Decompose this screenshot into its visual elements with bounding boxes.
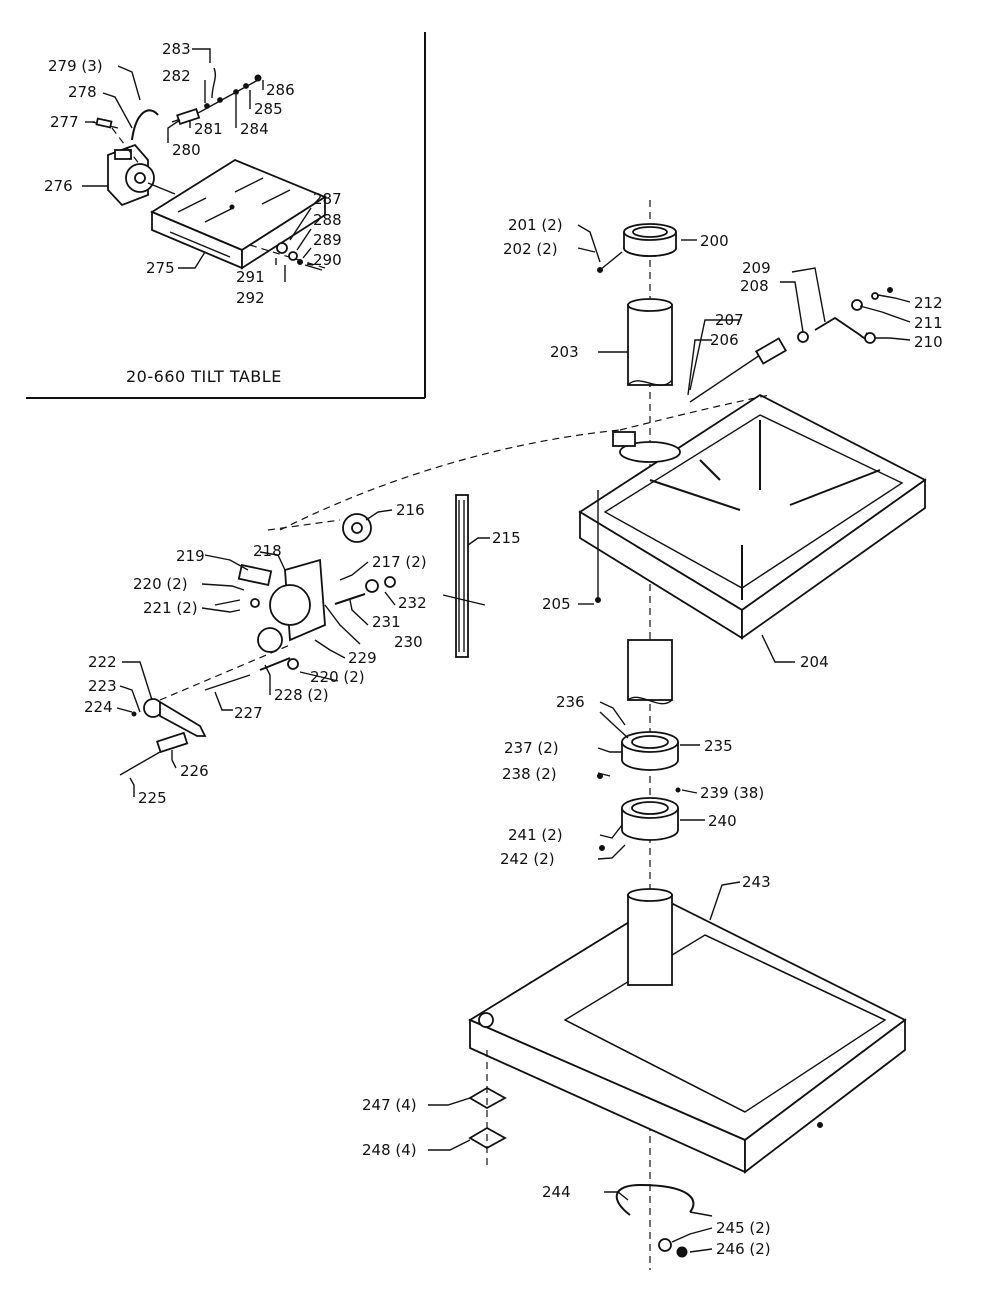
label-238: 238 (2) xyxy=(502,765,557,783)
label-244: 244 xyxy=(542,1183,571,1201)
label-291: 291 xyxy=(236,268,265,286)
bracket-parts-216-232 xyxy=(159,513,396,701)
label-276: 276 xyxy=(44,177,73,195)
label-200: 200 xyxy=(700,232,729,250)
label-222: 222 xyxy=(88,653,117,671)
label-204: 204 xyxy=(800,653,829,671)
label-287: 287 xyxy=(313,190,342,208)
label-246: 246 (2) xyxy=(716,1240,771,1258)
label-207: 207 xyxy=(715,311,744,329)
label-237: 237 (2) xyxy=(504,739,559,757)
label-210: 210 xyxy=(914,333,943,351)
label-281: 281 xyxy=(194,120,223,138)
inset-washers xyxy=(249,242,326,271)
label-232: 232 xyxy=(398,594,427,612)
label-216: 216 xyxy=(396,501,425,519)
label-224: 224 xyxy=(84,698,113,716)
label-208: 208 xyxy=(740,277,769,295)
label-221: 221 (2) xyxy=(143,599,198,617)
label-227: 227 xyxy=(234,704,263,722)
label-201: 201 (2) xyxy=(508,216,563,234)
table-part-204 xyxy=(578,393,927,640)
label-284: 284 xyxy=(240,120,269,138)
label-245: 245 (2) xyxy=(716,1219,771,1237)
label-209: 209 xyxy=(742,259,771,277)
label-206: 206 xyxy=(710,331,739,349)
label-229: 229 xyxy=(348,649,377,667)
bracket-sweep-line-2 xyxy=(619,394,771,431)
label-202: 202 (2) xyxy=(503,240,558,258)
label-288: 288 xyxy=(313,211,342,229)
label-235: 235 xyxy=(704,737,733,755)
pad-parts-247-248 xyxy=(468,1050,507,1165)
label-236: 236 xyxy=(556,693,585,711)
bail-parts-244-246 xyxy=(615,1183,713,1258)
trunnion-part-276 xyxy=(107,143,176,207)
inset-caption: 20-660 TILT TABLE xyxy=(126,367,282,386)
label-247: 247 (4) xyxy=(362,1096,417,1114)
inset-leaders xyxy=(82,48,314,282)
label-215: 215 xyxy=(492,529,521,547)
crank-parts-222-226 xyxy=(119,698,207,776)
inset-tilt-table: 279 (3) 278 277 276 275 280 281 282 283 … xyxy=(26,32,426,399)
screw-parts-201-202 xyxy=(597,251,623,273)
label-240: 240 xyxy=(708,812,737,830)
label-212: 212 xyxy=(914,294,943,312)
label-290: 290 xyxy=(313,251,342,269)
base-part-243 xyxy=(468,888,907,1174)
label-275: 275 xyxy=(146,259,175,277)
label-241: 241 (2) xyxy=(508,826,563,844)
tilt-table-part-275 xyxy=(150,158,327,270)
label-223: 223 xyxy=(88,677,117,695)
bracket-sweep-line xyxy=(279,429,621,531)
label-286: 286 xyxy=(266,81,295,99)
label-280: 280 xyxy=(172,141,201,159)
label-239: 239 (38) xyxy=(700,784,764,802)
label-231: 231 xyxy=(372,613,401,631)
collar-part-200 xyxy=(623,223,677,257)
label-277: 277 xyxy=(50,113,79,131)
label-228: 228 (2) xyxy=(274,686,329,704)
label-283: 283 xyxy=(162,40,191,58)
label-248: 248 (4) xyxy=(362,1141,417,1159)
main-leaders xyxy=(116,224,911,1253)
label-226: 226 xyxy=(180,762,209,780)
label-203: 203 xyxy=(550,343,579,361)
label-220b: 220 (2) xyxy=(310,668,365,686)
label-219: 219 xyxy=(176,547,205,565)
lock-handle-parts-206-212 xyxy=(689,287,893,403)
collar-part-235 xyxy=(597,639,679,779)
label-282: 282 xyxy=(162,67,191,85)
label-225: 225 xyxy=(138,789,167,807)
label-217: 217 (2) xyxy=(372,553,427,571)
label-243: 243 xyxy=(742,873,771,891)
label-292: 292 xyxy=(236,289,265,307)
label-205: 205 xyxy=(542,595,571,613)
label-242: 242 (2) xyxy=(500,850,555,868)
rack-part-215 xyxy=(442,494,486,658)
column-part-203 xyxy=(627,298,673,386)
label-220a: 220 (2) xyxy=(133,575,188,593)
label-289: 289 xyxy=(313,231,342,249)
inset-small-parts xyxy=(91,67,262,166)
label-278: 278 xyxy=(68,83,97,101)
label-279: 279 (3) xyxy=(48,57,103,75)
label-285: 285 xyxy=(254,100,283,118)
label-230: 230 xyxy=(394,633,423,651)
label-218: 218 xyxy=(253,542,282,560)
label-211: 211 xyxy=(914,314,943,332)
collar-part-240 xyxy=(599,787,681,851)
